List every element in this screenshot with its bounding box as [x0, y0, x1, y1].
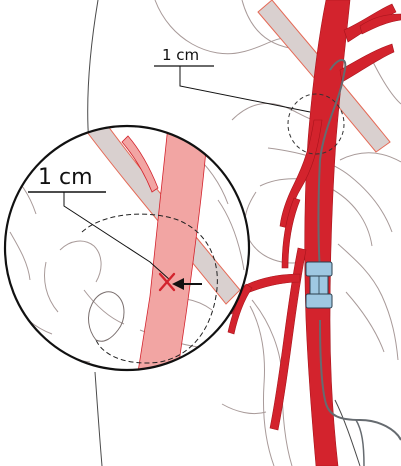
magnified-inset: 1 cm — [5, 118, 249, 372]
upper-scale-leader — [180, 66, 310, 112]
upper-scale-label: 1 cm — [162, 46, 199, 64]
upper-scale-annotation: 1 cm — [154, 46, 310, 112]
inset-scale-label: 1 cm — [38, 165, 93, 190]
catheter-connector — [306, 262, 332, 308]
